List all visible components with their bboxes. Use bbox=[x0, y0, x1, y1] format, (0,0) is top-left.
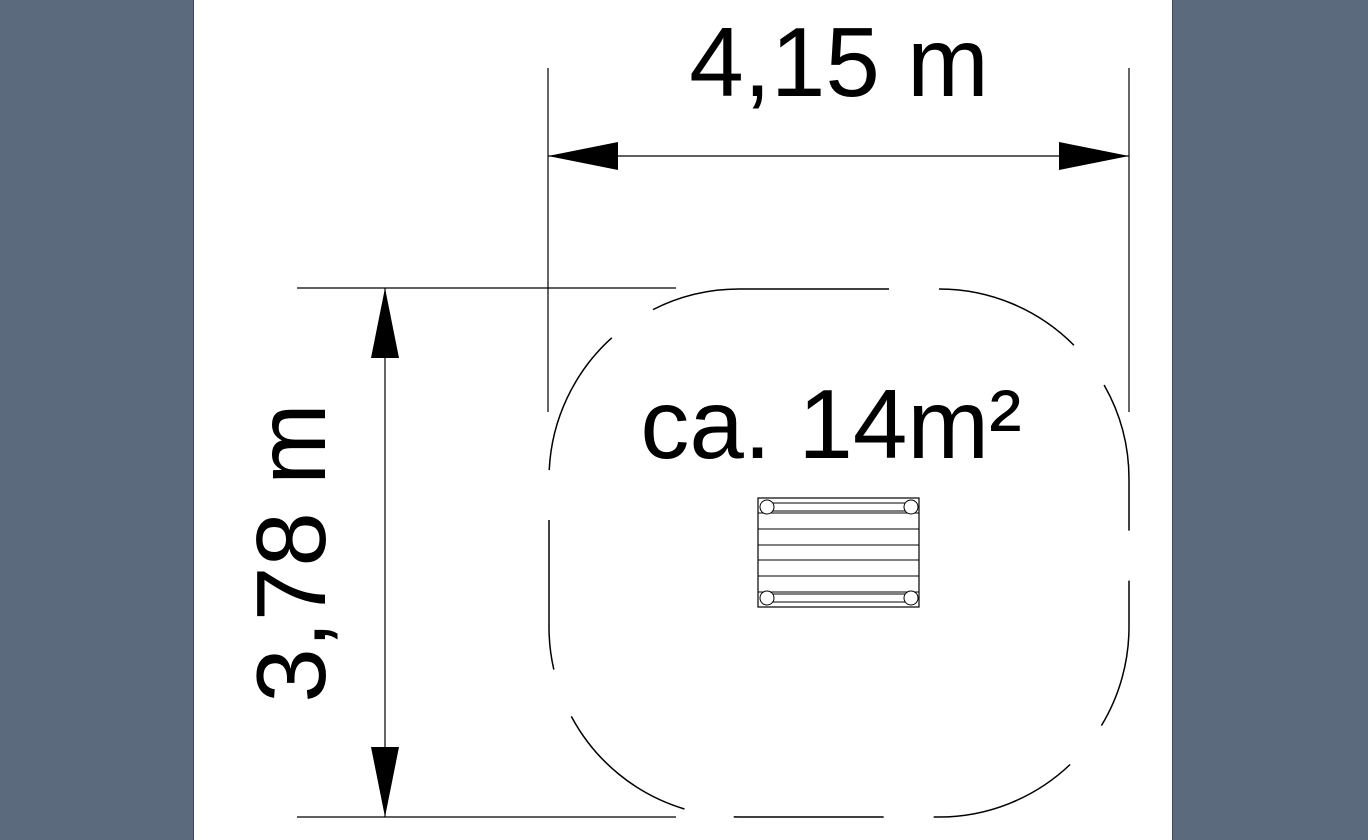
safety-zone-boundary bbox=[548, 288, 1130, 818]
platform-post bbox=[759, 590, 775, 606]
height-dimension: 3,78 m bbox=[236, 287, 676, 818]
height-label: 3,78 m bbox=[236, 403, 346, 703]
drawing-sheet: 4,15 m 3,78 m ca. 14m² bbox=[193, 0, 1173, 840]
platform-outline bbox=[757, 497, 920, 608]
platform-post bbox=[903, 590, 919, 606]
height-arrow-top bbox=[371, 288, 399, 358]
platform-post bbox=[759, 499, 775, 515]
width-dimension: 4,15 m bbox=[547, 7, 1130, 412]
seesaw-platform-icon bbox=[757, 497, 920, 608]
platform-post bbox=[903, 499, 919, 515]
area-label: ca. 14m² bbox=[640, 369, 1021, 479]
width-arrow-left bbox=[548, 142, 618, 170]
width-arrow-right bbox=[1059, 142, 1129, 170]
width-label: 4,15 m bbox=[689, 7, 989, 117]
height-arrow-bottom bbox=[371, 747, 399, 817]
